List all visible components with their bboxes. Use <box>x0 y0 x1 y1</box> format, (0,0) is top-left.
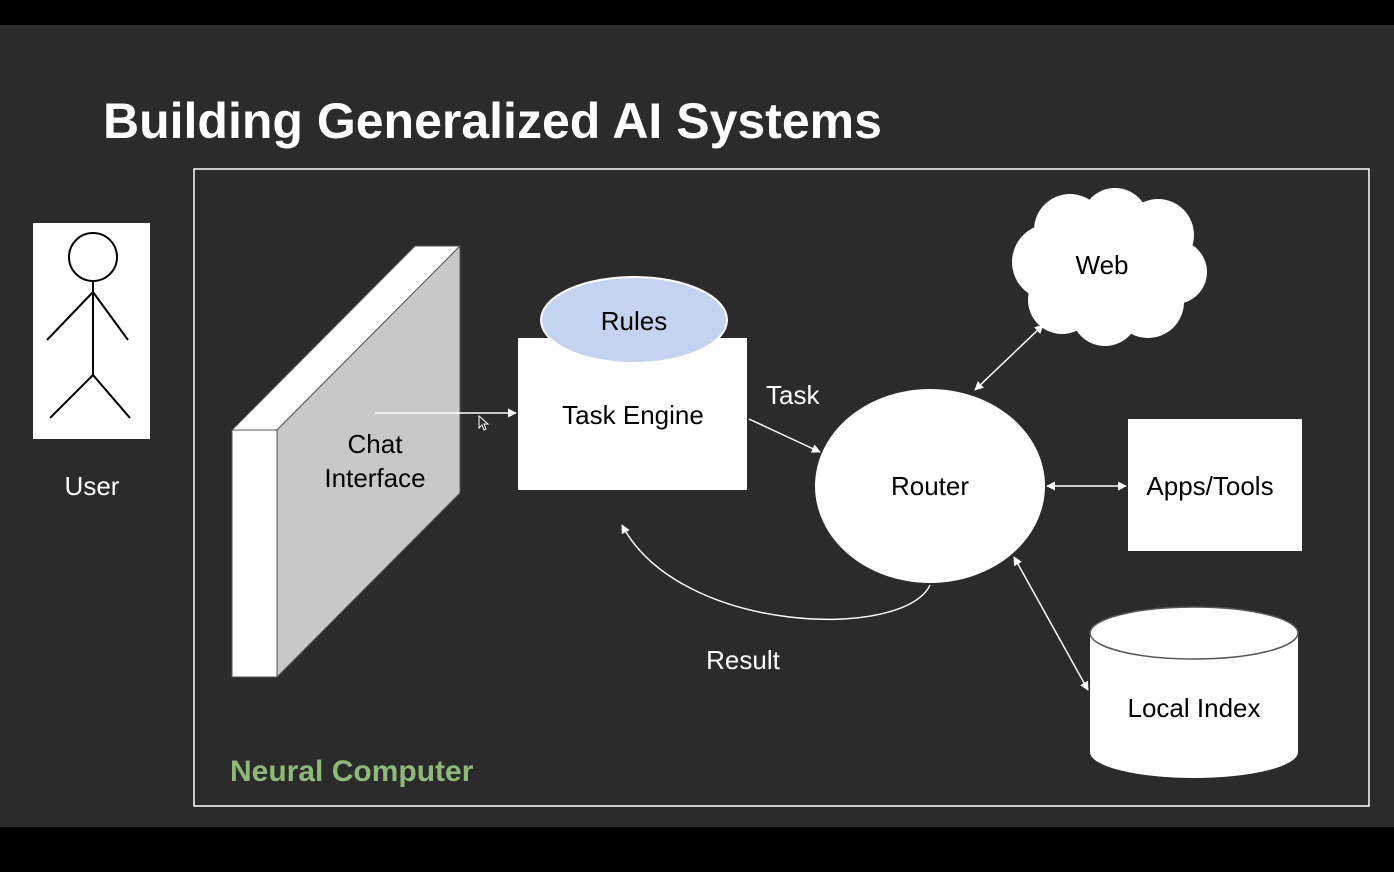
task-edge-label: Task <box>766 380 820 410</box>
task-engine-label: Task Engine <box>562 400 704 430</box>
stick-figure-icon <box>46 232 131 419</box>
apps-tools-label: Apps/Tools <box>1146 471 1273 501</box>
router-node <box>815 389 1045 583</box>
neural-computer-label: Neural Computer <box>230 755 474 788</box>
apps-tools-box <box>1128 419 1302 551</box>
slide-title: Building Generalized AI Systems <box>103 93 882 149</box>
user-box <box>33 223 150 439</box>
rules-label: Rules <box>601 306 667 336</box>
router-to-task-engine-result-arrow <box>621 524 931 620</box>
neural-computer-frame <box>193 168 1370 807</box>
rules-ellipse <box>540 276 728 364</box>
router-local-index-arrow <box>1013 556 1089 691</box>
chat-panel-edge <box>231 429 278 678</box>
router-label: Router <box>891 471 969 501</box>
router-web-arrow <box>974 324 1044 391</box>
result-edge-label: Result <box>706 645 780 675</box>
user-figure <box>33 223 150 439</box>
user-label: User <box>65 471 120 501</box>
web-label: Web <box>1076 250 1129 280</box>
mouse-cursor-icon <box>478 414 490 431</box>
chat-interface-panel <box>230 244 462 679</box>
chat-interface-label-line2: Interface <box>324 463 425 493</box>
local-index-label: Local Index <box>1128 693 1261 723</box>
local-index-cylinder <box>1089 606 1299 778</box>
task-engine-to-router-arrow <box>748 418 821 453</box>
web-cloud <box>1012 188 1207 346</box>
chat-interface-label-line1: Chat <box>348 429 404 459</box>
